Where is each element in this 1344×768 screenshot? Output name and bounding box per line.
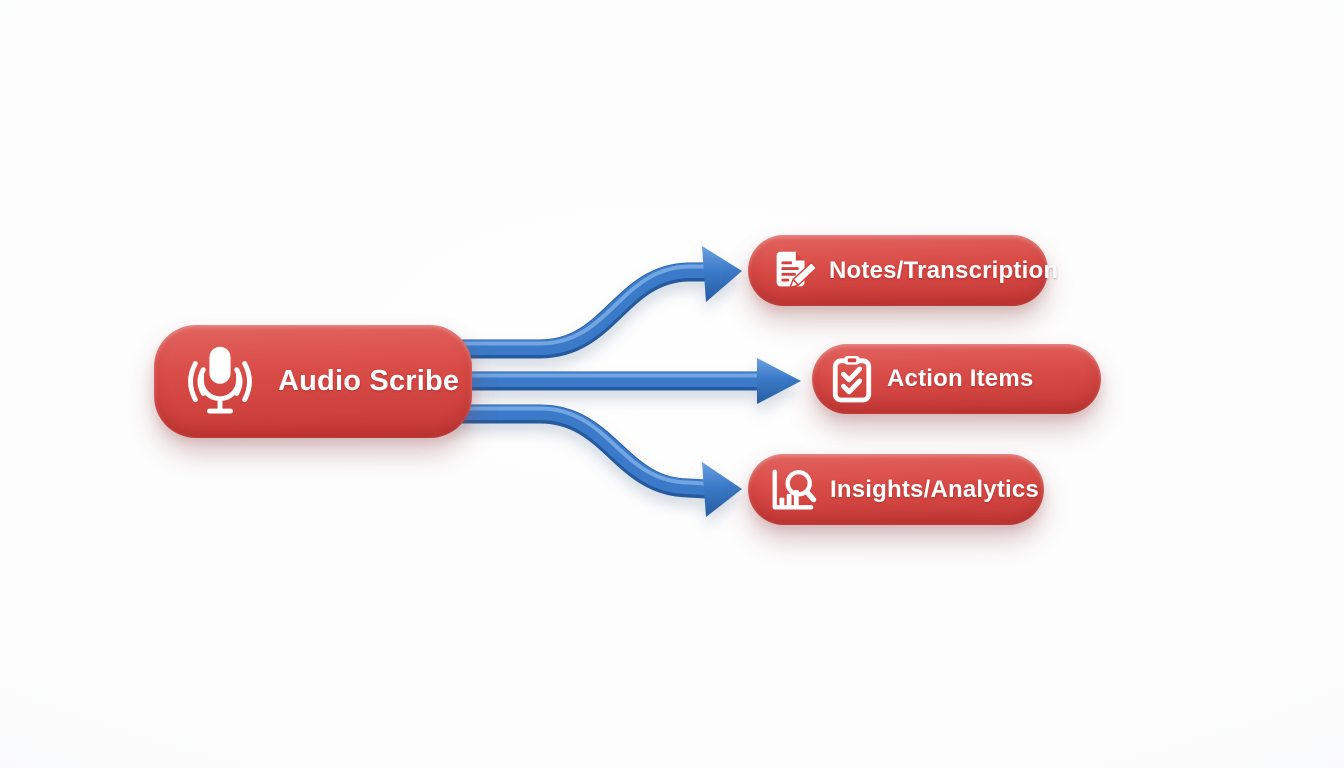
output-node-notes-transcription: Notes/Transcription bbox=[748, 235, 1058, 306]
arrowhead bbox=[757, 358, 801, 404]
output-node-label: Action Items bbox=[887, 365, 1034, 392]
output-node-label: Notes/Transcription bbox=[829, 256, 1059, 284]
source-node-label: Audio Scribe bbox=[278, 365, 460, 397]
bar-chart-magnifier-icon bbox=[767, 466, 817, 514]
arrowhead bbox=[702, 462, 742, 517]
output-node-action-items: Action Items bbox=[812, 344, 1101, 414]
arrow-to-notes bbox=[450, 246, 742, 359]
arrowhead bbox=[702, 246, 742, 302]
source-node-audio-scribe: Audio Scribe bbox=[154, 325, 472, 438]
document-pencil-icon bbox=[768, 247, 816, 295]
arrow-to-action-items bbox=[450, 358, 801, 404]
clipboard-checklist-icon bbox=[830, 353, 874, 405]
arrow-to-insights bbox=[450, 404, 742, 517]
output-node-label: Insights/Analytics bbox=[830, 475, 1039, 503]
output-node-insights-analytics: Insights/Analytics bbox=[748, 454, 1044, 525]
microphone-sound-waves-icon bbox=[170, 345, 270, 419]
